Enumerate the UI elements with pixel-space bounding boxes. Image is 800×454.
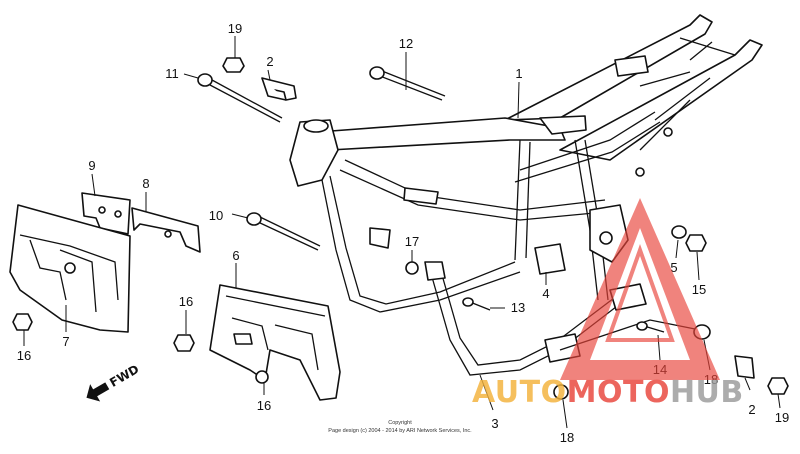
- watermark: AUTOMOTOHUB: [472, 198, 744, 410]
- bracket-8: [131, 207, 201, 253]
- fwd-arrow: FWD: [86, 362, 141, 402]
- callout-12: 12: [399, 36, 413, 51]
- bracket-2-upper: [261, 77, 297, 101]
- callout-16-mid: 16: [179, 294, 193, 309]
- collar-5: [671, 225, 687, 239]
- nut-16-low: [255, 370, 269, 384]
- callout-4: 4: [542, 286, 549, 301]
- callout-16-left: 16: [17, 348, 31, 363]
- bolt-13: [462, 297, 491, 311]
- watermark-part-3: HUB: [670, 375, 744, 410]
- watermark-part-1: AUTO: [472, 375, 567, 410]
- copyright-line-1: Copyright: [388, 420, 412, 426]
- main-frame: [289, 14, 763, 313]
- nut-19-upper: [222, 57, 245, 73]
- nut-15: [685, 234, 707, 252]
- callout-15: 15: [692, 282, 706, 297]
- fwd-label: FWD: [107, 362, 141, 390]
- callout-6: 6: [232, 248, 239, 263]
- callout-18-low: 18: [560, 430, 574, 445]
- callout-19-lower: 19: [775, 410, 789, 425]
- callout-1: 1: [515, 66, 522, 81]
- callout-3: 3: [491, 416, 498, 431]
- copyright-line-2: Page design (c) 2004 - 2014 by ARI Netwo…: [328, 428, 472, 434]
- nut-16-mid: [173, 334, 195, 352]
- callout-10: 10: [209, 208, 223, 223]
- watermark-part-2: MOTO: [567, 375, 670, 410]
- callout-17: 17: [405, 234, 419, 249]
- watermark-text: AUTOMOTOHUB: [472, 375, 744, 410]
- leader-lines: [23, 36, 781, 429]
- plate-9: [81, 192, 131, 235]
- callout-8: 8: [142, 176, 149, 191]
- callout-13: 13: [511, 300, 525, 315]
- bolt-14: [636, 321, 665, 333]
- bolt-10: [246, 212, 321, 251]
- bolt-11: [197, 73, 283, 123]
- grommet-18-low: [553, 384, 569, 400]
- callout-7: 7: [62, 334, 69, 349]
- copyright-notice: Copyright Page design (c) 2004 - 2014 by…: [328, 420, 472, 434]
- bracket-2-lower: [734, 355, 755, 379]
- bolt-12: [369, 66, 446, 101]
- cover-6: [209, 284, 341, 401]
- callout-9: 9: [88, 158, 95, 173]
- lower-cradle: [424, 261, 701, 376]
- callout-11: 11: [165, 66, 179, 81]
- cover-7: [9, 204, 131, 333]
- callout-16-low: 16: [257, 398, 271, 413]
- callout-19-upper: 19: [228, 21, 242, 36]
- grommet-17: [405, 261, 419, 275]
- callout-2-upper: 2: [266, 54, 273, 69]
- nut-19-lower: [767, 377, 789, 395]
- nut-16-left: [12, 313, 33, 331]
- callout-2-lower: 2: [748, 402, 755, 417]
- callout-5: 5: [670, 260, 677, 275]
- watermark-logo: [560, 198, 720, 380]
